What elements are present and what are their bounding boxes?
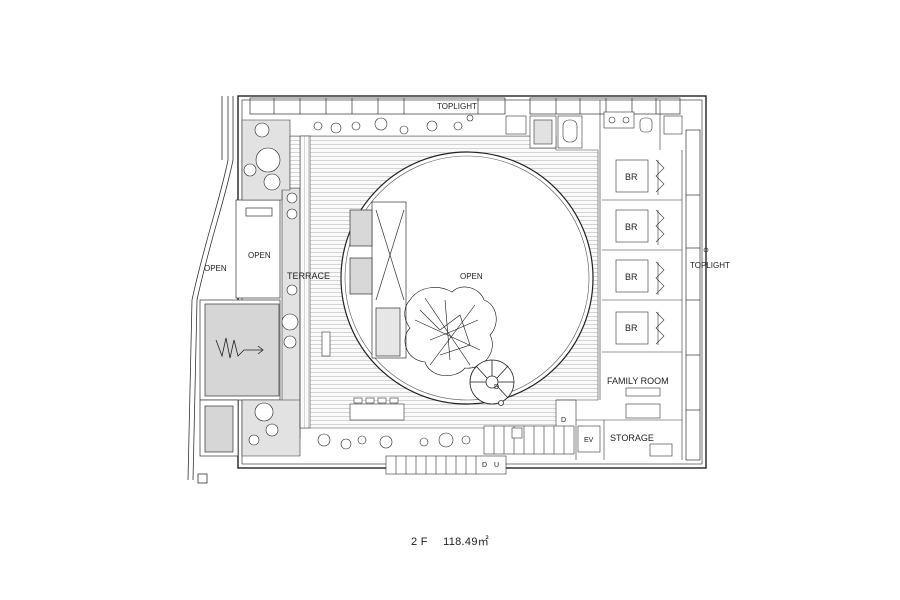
room-labels: TOPLIGHT TOPLIGHT OPEN OPEN OPEN TERRACE…	[204, 102, 730, 469]
bottom-stairs	[385, 425, 575, 475]
terrace-furniture	[321, 331, 405, 421]
bottom-stair-up-label: U	[494, 462, 499, 469]
bedroom-units	[599, 150, 683, 460]
open-mid-label: OPEN	[248, 251, 271, 260]
tree-canopy	[404, 286, 497, 376]
toplight-right-label: TOPLIGHT	[690, 261, 730, 270]
ev-label: EV	[584, 437, 594, 444]
toplight-top-label: TOPLIGHT	[437, 102, 477, 111]
floor-caption: 2 F 118.49㎡	[0, 533, 900, 549]
toplight-strip-right	[685, 129, 709, 461]
bedroom-label-4: BR	[625, 323, 638, 333]
bedroom-label-2: BR	[625, 222, 638, 232]
family-storage-area	[556, 387, 682, 460]
open-left-label: OPEN	[204, 264, 227, 273]
floor-area: 118.49㎡	[443, 536, 490, 548]
bedroom-label-1: BR	[625, 172, 638, 182]
spiral-stair	[469, 359, 515, 406]
family-room-label: FAMILY ROOM	[607, 376, 669, 386]
storage-label: STORAGE	[610, 433, 654, 443]
open-center-label: OPEN	[460, 272, 483, 281]
terrace-label: TERRACE	[287, 271, 330, 281]
site-boundary	[187, 96, 234, 484]
floor-level: 2 F	[410, 536, 428, 548]
left-open-area	[199, 199, 281, 457]
bottom-stair-down-label: D	[482, 462, 487, 469]
inner-stair-blocks	[349, 201, 407, 359]
lower-down-label: D	[561, 417, 566, 424]
stair-down-label: D	[494, 384, 499, 391]
trees	[243, 114, 474, 450]
bathroom-area	[505, 100, 683, 150]
bedroom-label-3: BR	[625, 272, 638, 282]
